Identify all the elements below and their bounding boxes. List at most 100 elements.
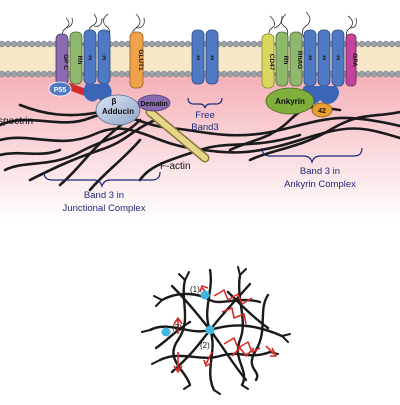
adducin-beta: β bbox=[112, 97, 117, 106]
lipid-head bbox=[148, 40, 156, 48]
free-band3-label-line2: Band3 bbox=[191, 122, 218, 133]
rhag-label: RhAG bbox=[296, 51, 303, 69]
lipid-head bbox=[184, 70, 192, 78]
junctional-complex-label-line1: Band 3 in bbox=[84, 190, 124, 201]
protein-4-2-label: 42 bbox=[318, 108, 326, 115]
band3-digit: 3 bbox=[308, 55, 312, 62]
rh-label: Rh bbox=[76, 56, 83, 65]
lipid-head bbox=[376, 40, 384, 48]
lipid-head bbox=[142, 70, 150, 78]
lipid-head bbox=[226, 70, 234, 78]
lipid-head bbox=[370, 70, 378, 78]
ankyrin-complex-bracket bbox=[261, 147, 363, 164]
rh-label: Rh bbox=[282, 56, 289, 65]
band3-digit: 3 bbox=[88, 55, 92, 62]
lipid-head bbox=[46, 40, 54, 48]
lipid-head bbox=[244, 70, 252, 78]
lipid-head bbox=[148, 70, 156, 78]
lipid-head bbox=[250, 70, 258, 78]
band3-cylinder bbox=[191, 29, 205, 85]
band3-cylinder bbox=[205, 29, 219, 85]
lipid-head bbox=[232, 70, 240, 78]
lipid-head bbox=[22, 70, 30, 78]
lipid-head bbox=[358, 40, 366, 48]
lipid-head bbox=[40, 70, 48, 78]
network-node-2 bbox=[205, 325, 215, 335]
network-node-1 bbox=[200, 290, 210, 300]
band3-digit: 3 bbox=[196, 55, 200, 62]
lipid-head bbox=[394, 70, 400, 78]
lipid-head bbox=[394, 40, 400, 48]
free-band3-label-line1: Free bbox=[195, 110, 215, 121]
ankyrin-complex-proteins: CD47 Rh RhAG 3 3 3 GPA Ankyrin 42 bbox=[261, 29, 358, 118]
lipid-head bbox=[172, 70, 180, 78]
lipid-head bbox=[0, 70, 6, 78]
lipid-head bbox=[388, 70, 396, 78]
lipid-head bbox=[154, 40, 162, 48]
lipid-head bbox=[238, 40, 246, 48]
spectrin-network-diagram: (1) (2) (3) bbox=[141, 266, 291, 395]
lipid-head bbox=[172, 40, 180, 48]
rh-cylinder bbox=[275, 31, 289, 87]
lipid-head bbox=[112, 40, 120, 48]
lipid-head bbox=[28, 70, 36, 78]
junctional-complex-bracket bbox=[43, 171, 161, 188]
lipid-head bbox=[112, 70, 120, 78]
lipid-head bbox=[376, 70, 384, 78]
dematin-label: Dematin bbox=[140, 101, 168, 108]
site-label-2: (2) bbox=[200, 341, 210, 350]
junctional-complex-proteins: GP C Rh 3 3 GLUT1 β Adducin Dematin P55 bbox=[48, 29, 171, 126]
f-actin-rod bbox=[145, 107, 210, 163]
lipid-head bbox=[232, 40, 240, 48]
lipid-head bbox=[166, 40, 174, 48]
lipid-head bbox=[184, 40, 192, 48]
rh-cylinder bbox=[69, 31, 83, 85]
cd47-label: CD47 bbox=[268, 54, 275, 71]
lipid-head bbox=[382, 70, 390, 78]
ankyrin-complex-label-line1: Band 3 in bbox=[300, 166, 340, 177]
lipid-head bbox=[46, 70, 54, 78]
spectrin-label: spectrin bbox=[0, 116, 33, 127]
lipid-head bbox=[364, 40, 372, 48]
band3-digit: 3 bbox=[210, 55, 214, 62]
glut1-label: GLUT1 bbox=[137, 49, 144, 71]
lipid-head bbox=[34, 40, 42, 48]
dematin bbox=[137, 94, 171, 112]
ankyrin-label: Ankyrin bbox=[275, 97, 305, 106]
lipid-head bbox=[382, 40, 390, 48]
band3-cytoplasmic-domain bbox=[83, 84, 112, 102]
lipid-head bbox=[220, 40, 228, 48]
gpa-cylinder bbox=[345, 33, 357, 87]
lipid-head bbox=[28, 40, 36, 48]
lipid-head bbox=[220, 70, 228, 78]
lipid-head bbox=[226, 40, 234, 48]
lipid-head bbox=[154, 70, 162, 78]
lipid-head bbox=[238, 70, 246, 78]
lipid-head bbox=[40, 40, 48, 48]
lipid-head bbox=[178, 40, 186, 48]
site-label-3: (3) bbox=[172, 323, 182, 332]
free-band3-bracket bbox=[187, 97, 223, 109]
lipid-head bbox=[370, 40, 378, 48]
lipid-head bbox=[118, 40, 126, 48]
ankyrin-complex-label-line2: Ankyrin Complex bbox=[284, 179, 356, 190]
band3-cylinder bbox=[331, 29, 345, 87]
adducin-label: Adducin bbox=[102, 107, 134, 116]
lipid-head bbox=[364, 70, 372, 78]
p55 bbox=[48, 81, 72, 97]
lipid-head bbox=[4, 70, 12, 78]
lipid-head bbox=[388, 40, 396, 48]
lipid-head bbox=[142, 40, 150, 48]
protein-4-2 bbox=[311, 102, 333, 118]
band3-digit: 3 bbox=[322, 55, 326, 62]
lipid-head bbox=[358, 70, 366, 78]
lipid-head bbox=[10, 40, 18, 48]
lipid-head bbox=[0, 40, 6, 48]
free-band3-proteins: 3 3 bbox=[191, 29, 219, 85]
lipid-head bbox=[4, 40, 12, 48]
network-node-3 bbox=[161, 327, 171, 337]
junctional-complex-label-line2: Junctional Complex bbox=[63, 203, 146, 214]
lipid-head bbox=[118, 70, 126, 78]
